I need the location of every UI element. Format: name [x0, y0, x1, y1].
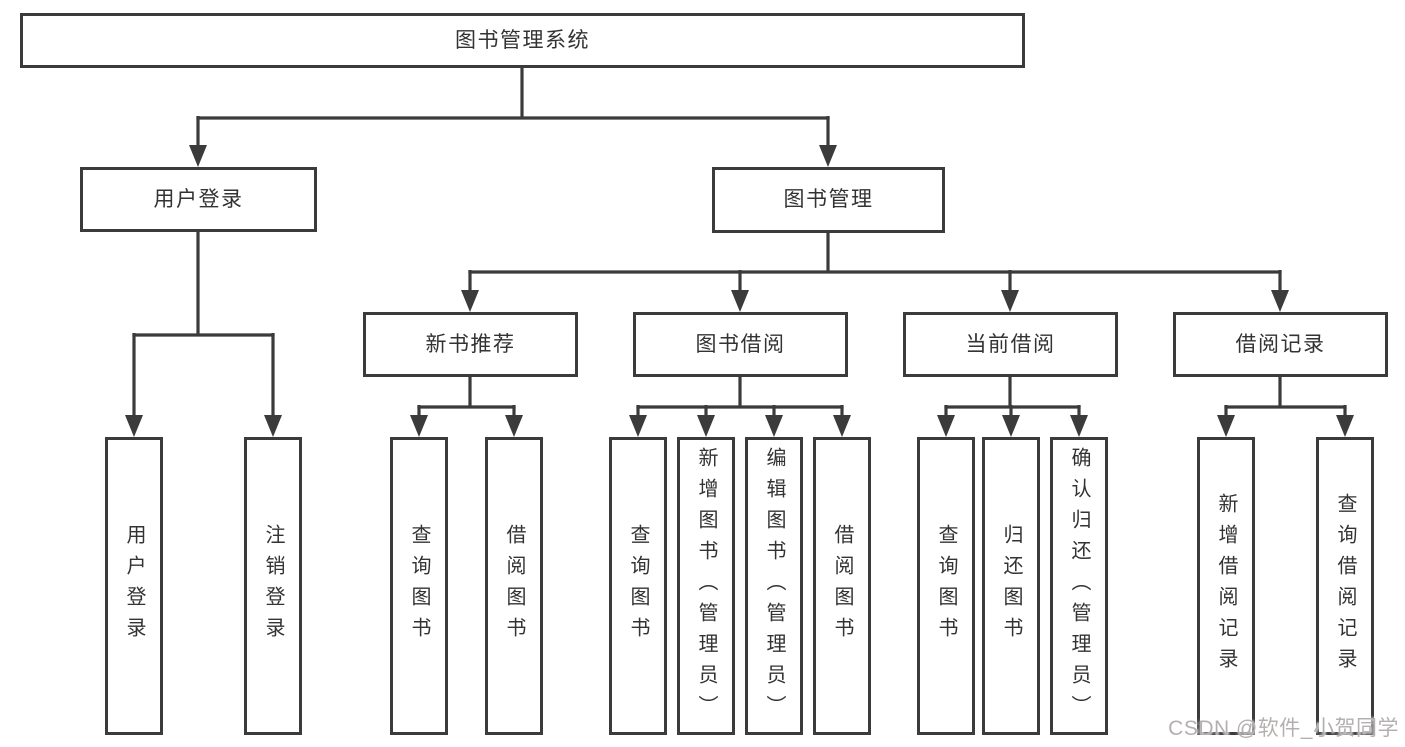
leaf-user-login: 用户登录	[105, 437, 163, 735]
leaf-borrow-books-1: 借阅图书	[485, 437, 543, 735]
leaf-query-borrow-record: 查询借阅记录	[1316, 437, 1374, 735]
node-book-management: 图书管理	[712, 167, 945, 233]
leaf-confirm-return-admin: 确认归还（管理员）	[1050, 437, 1108, 735]
leaf-add-book-admin: 新增图书（管理员）	[677, 437, 735, 735]
node-book-borrowing: 图书借阅	[633, 312, 848, 377]
leaf-query-books-1: 查询图书	[390, 437, 448, 735]
leaf-add-borrow-record: 新增借阅记录	[1197, 437, 1255, 735]
watermark: CSDN @软件_小贺同学	[1168, 717, 1399, 740]
leaf-query-books-2: 查询图书	[609, 437, 667, 735]
node-new-book-recommendation: 新书推荐	[363, 312, 578, 377]
leaf-borrow-books-2: 借阅图书	[813, 437, 871, 735]
leaf-logout: 注销登录	[244, 437, 302, 735]
leaf-query-books-3: 查询图书	[917, 437, 975, 735]
leaf-edit-book-admin: 编辑图书（管理员）	[745, 437, 803, 735]
node-borrowing-records: 借阅记录	[1173, 312, 1388, 377]
node-current-borrowing: 当前借阅	[903, 312, 1118, 377]
node-user-login: 用户登录	[80, 167, 317, 232]
leaf-return-books: 归还图书	[982, 437, 1040, 735]
node-library-management-system: 图书管理系统	[20, 13, 1025, 68]
